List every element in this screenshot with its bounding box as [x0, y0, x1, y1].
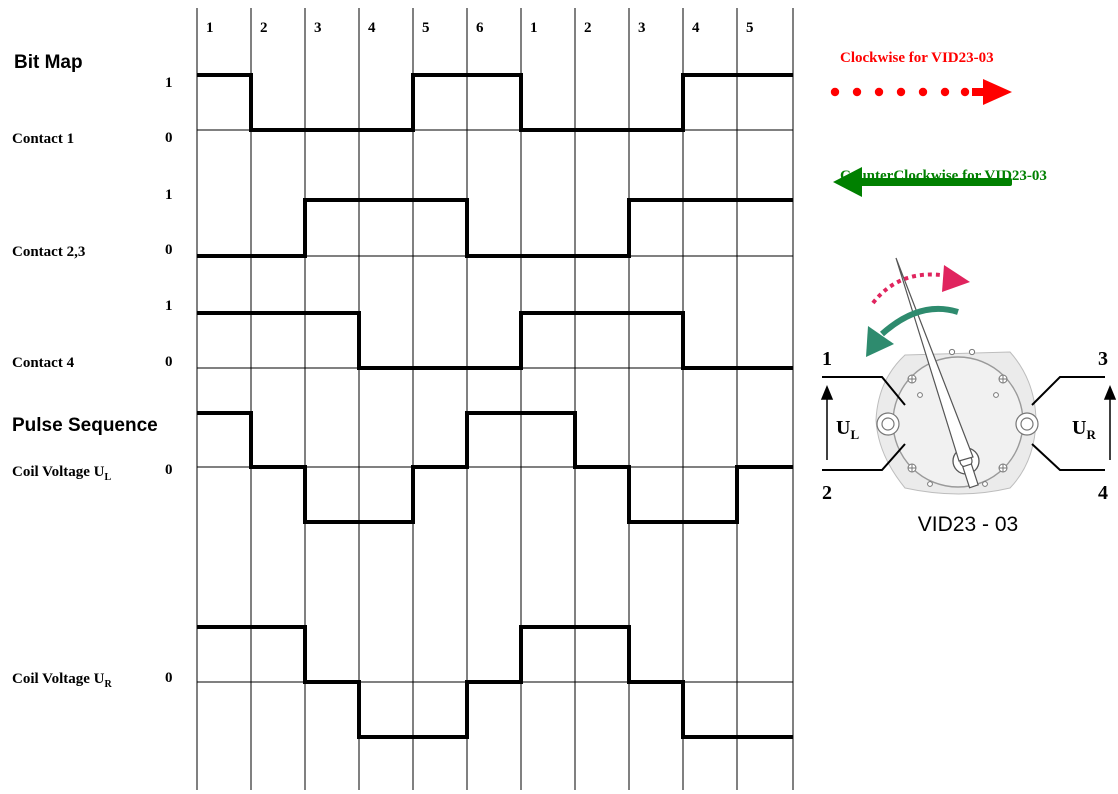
coil-left-label: UL — [836, 417, 859, 442]
clockwise-arrow-icon — [830, 79, 1012, 105]
level-low-label: 0 — [165, 462, 173, 478]
legend-clockwise-label: Clockwise for VID23-03 — [840, 50, 994, 66]
counterclockwise-arc-icon — [880, 305, 959, 337]
level-low-label: 0 — [165, 670, 173, 686]
step-number: 3 — [314, 20, 322, 36]
step-number: 6 — [476, 20, 484, 36]
level-high-label: 1 — [165, 298, 173, 314]
pin-2-label: 2 — [822, 482, 832, 504]
level-high-label: 1 — [165, 75, 173, 91]
step-number: 5 — [746, 20, 754, 36]
legend-counterclockwise: CounterClockwise for VID23-03 — [833, 167, 1047, 197]
coil-right-label: UR — [1072, 417, 1096, 442]
coil-ur-label-sub: R — [105, 679, 113, 690]
row-label-coil-ur: Coil Voltage UR — [12, 671, 113, 690]
pin-4-label: 4 — [1098, 482, 1108, 504]
row-label-contact-2-3: Contact 2,3 — [12, 244, 85, 260]
waveforms — [197, 73, 793, 739]
pin-1-label: 1 — [822, 348, 832, 370]
waveform-coilUL — [197, 411, 793, 524]
legend-clockwise: Clockwise for VID23-03 — [830, 50, 1012, 105]
step-number: 3 — [638, 20, 646, 36]
level-low-label: 0 — [165, 354, 173, 370]
counterclockwise-arrow-icon — [833, 167, 1012, 197]
bit-map-title: Bit Map — [14, 52, 83, 73]
level-low-label: 0 — [165, 242, 173, 258]
row-label-coil-ul: Coil Voltage UL — [12, 464, 112, 483]
wire-leads — [822, 376, 1105, 471]
step-number: 4 — [692, 20, 700, 36]
waveform-contact1 — [197, 73, 793, 132]
waveform-contact23 — [197, 198, 793, 258]
coil-ur-label-main: Coil Voltage U — [12, 671, 105, 687]
voltage-arrow-icon — [820, 385, 1117, 460]
level-low-label: 0 — [165, 130, 173, 146]
step-number: 1 — [206, 20, 214, 36]
coil-ul-label-main: Coil Voltage U — [12, 464, 105, 480]
motor-name: VID23 - 03 — [918, 513, 1018, 536]
needle — [895, 257, 974, 462]
pin-3-label: 3 — [1098, 348, 1108, 370]
motor-illustration: 1 2 3 4 UL UR VID23 - 03 — [820, 257, 1117, 536]
step-number: 2 — [260, 20, 268, 36]
grid — [196, 8, 794, 790]
step-number: 2 — [584, 20, 592, 36]
step-number-header: 1 2 3 4 5 6 1 2 3 4 5 — [206, 20, 754, 36]
pulse-sequence-title: Pulse Sequence — [12, 415, 158, 436]
row-label-contact-1: Contact 1 — [12, 131, 74, 147]
clockwise-arc-icon — [871, 272, 949, 305]
waveform-contact4 — [197, 311, 793, 370]
step-number: 4 — [368, 20, 376, 36]
step-number: 1 — [530, 20, 538, 36]
step-number: 5 — [422, 20, 430, 36]
row-label-contact-4: Contact 4 — [12, 355, 75, 371]
waveform-coilUR — [197, 625, 793, 739]
level-high-label: 1 — [165, 187, 173, 203]
coil-ul-label-sub: L — [105, 472, 112, 483]
level-labels: 1 0 1 0 1 0 0 0 — [165, 75, 173, 686]
screw-icon — [907, 374, 1008, 473]
